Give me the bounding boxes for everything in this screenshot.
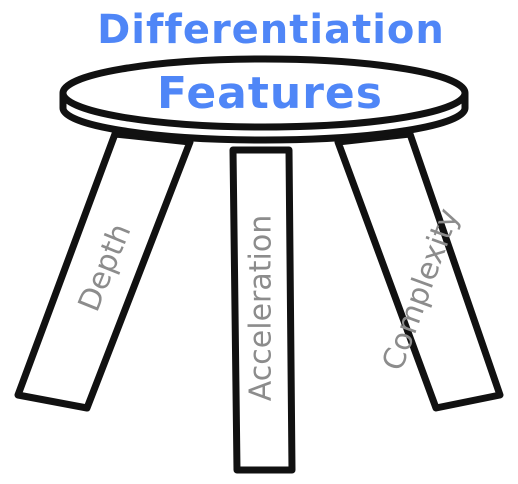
diagram-title-line2: Features (157, 68, 383, 119)
stool-seat (59, 55, 469, 144)
seat-top (59, 55, 469, 131)
leg-complexity: Complexity (334, 130, 504, 412)
diagram-title-line1: Differentiation (97, 7, 445, 53)
leg-acceleration-shape (229, 146, 296, 474)
leg-acceleration-label: Acceleration (244, 215, 279, 401)
leg-acceleration: Acceleration (229, 146, 296, 474)
leg-depth: Depth (14, 130, 194, 412)
